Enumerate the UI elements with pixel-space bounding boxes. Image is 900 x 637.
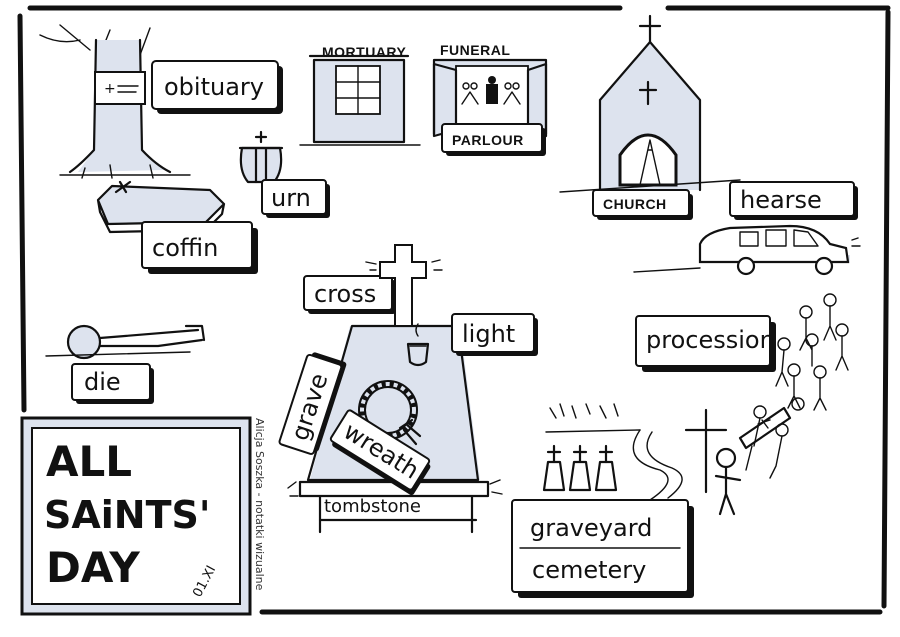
title-line-3: DAY [46,543,140,592]
label-wreath: wreath [329,409,431,496]
svg-text:die: die [84,368,121,396]
svg-text:tombstone: tombstone [324,496,421,517]
urn-icon [238,130,284,184]
signature-author: Alicja Soszka - notatki wizualne [253,418,266,591]
procession-icon [684,293,849,516]
label-cross: cross [303,275,396,314]
graves-icon [542,403,683,508]
label-obituary: obituary [151,60,283,114]
label-hearse: hearse [729,181,858,220]
svg-text:coffin: coffin [152,234,218,262]
person-lying-icon [45,324,206,360]
label-urn: urn [261,179,330,218]
coffin-icon [96,180,226,234]
label-tombstone: tombstone [318,496,478,522]
svg-text:light: light [462,320,515,348]
svg-text:procession: procession [646,326,775,354]
svg-text:+: + [104,81,116,97]
title-panel [20,416,252,616]
svg-text:PARLOUR: PARLOUR [452,132,524,148]
svg-text:cemetery: cemetery [532,556,646,584]
candle-icon [406,323,430,367]
church-icon [559,14,741,193]
svg-text:cross: cross [314,280,376,308]
hearse-icon [633,224,861,276]
svg-text:CHURCH: CHURCH [603,196,667,212]
label-funeral: FUNERAL [440,42,510,58]
label-light: light [451,313,538,356]
label-graveyard-cemetery: graveyard cemetery [511,499,694,598]
label-coffin: coffin [141,221,258,274]
label-church: CHURCH [592,189,693,220]
tree-icon: + [39,24,191,179]
svg-text:urn: urn [271,184,311,212]
label-die: die [71,363,154,404]
label-mortuary: MORTUARY [322,44,407,60]
title-line-1: ALL [46,437,132,486]
svg-text:hearse: hearse [740,186,822,214]
title-line-2: SAiNTS' [44,493,211,537]
svg-text:graveyard: graveyard [530,514,652,542]
label-procession: procession [635,315,776,372]
mortuary-icon [299,54,421,146]
frame-border [17,5,891,615]
svg-text:obituary: obituary [164,73,264,101]
label-parlour: PARLOUR [441,123,546,156]
